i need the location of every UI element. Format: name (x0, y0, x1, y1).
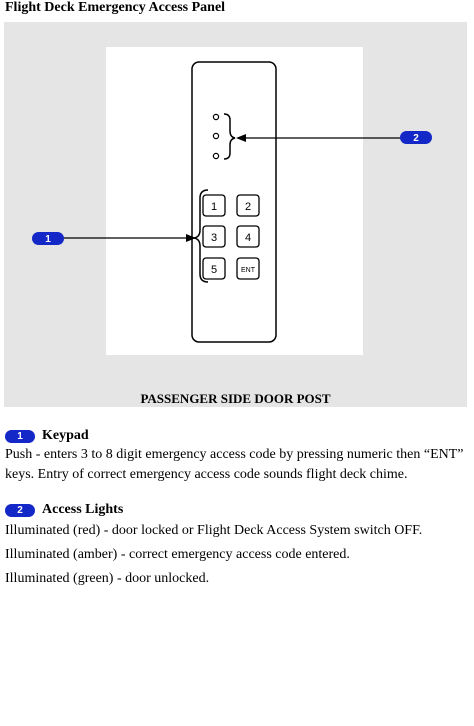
key-label: 4 (245, 232, 251, 244)
callout-2-badge: 2 (400, 131, 432, 144)
section-2-line-amber: Illuminated (amber) - correct emergency … (5, 547, 350, 562)
key-5[interactable]: 5 (202, 257, 226, 280)
callout-1-arrowhead (186, 234, 196, 242)
section-1-badge: 1 (5, 429, 35, 443)
callout-1-badge: 1 (32, 232, 64, 245)
section-2-heading: Access Lights (42, 502, 124, 517)
key-ent[interactable]: ENT (236, 257, 260, 280)
key-2[interactable]: 2 (236, 194, 260, 217)
key-label: 2 (245, 201, 251, 213)
key-label: 3 (211, 232, 217, 244)
section-2-line-red: Illuminated (red) - door locked or Fligh… (5, 523, 423, 538)
callout-2-number: 2 (413, 133, 419, 144)
key-4[interactable]: 4 (236, 225, 260, 248)
callout-2-arrowhead (236, 134, 246, 142)
lights-bracket (223, 113, 236, 160)
section-1-heading: Keypad (42, 428, 89, 443)
access-light-top (212, 113, 220, 121)
key-label: ENT (241, 267, 256, 274)
key-1[interactable]: 1 (202, 194, 226, 217)
figure-caption: PASSENGER SIDE DOOR POST (140, 391, 331, 406)
panel-diagram: 1 2 3 4 5 ENT 1 (4, 22, 467, 407)
section-2-badge: 2 (5, 503, 35, 517)
diagram-svg: 1 2 3 4 5 ENT 1 (32, 47, 432, 355)
section-2-line-green: Illuminated (green) - door unlocked. (5, 571, 210, 586)
access-light-bottom (212, 152, 220, 160)
callout-1-number: 1 (45, 234, 51, 245)
section-access-lights-header: 2 Access Lights (5, 502, 123, 518)
section-keypad-header: 1 Keypad (5, 428, 89, 444)
access-light-middle (212, 132, 220, 140)
key-3[interactable]: 3 (202, 225, 226, 248)
section-1-text: Push - enters 3 to 8 digit emergency acc… (5, 447, 464, 482)
key-label: 1 (211, 201, 217, 213)
page-title: Flight Deck Emergency Access Panel (5, 0, 226, 15)
key-label: 5 (211, 264, 217, 276)
